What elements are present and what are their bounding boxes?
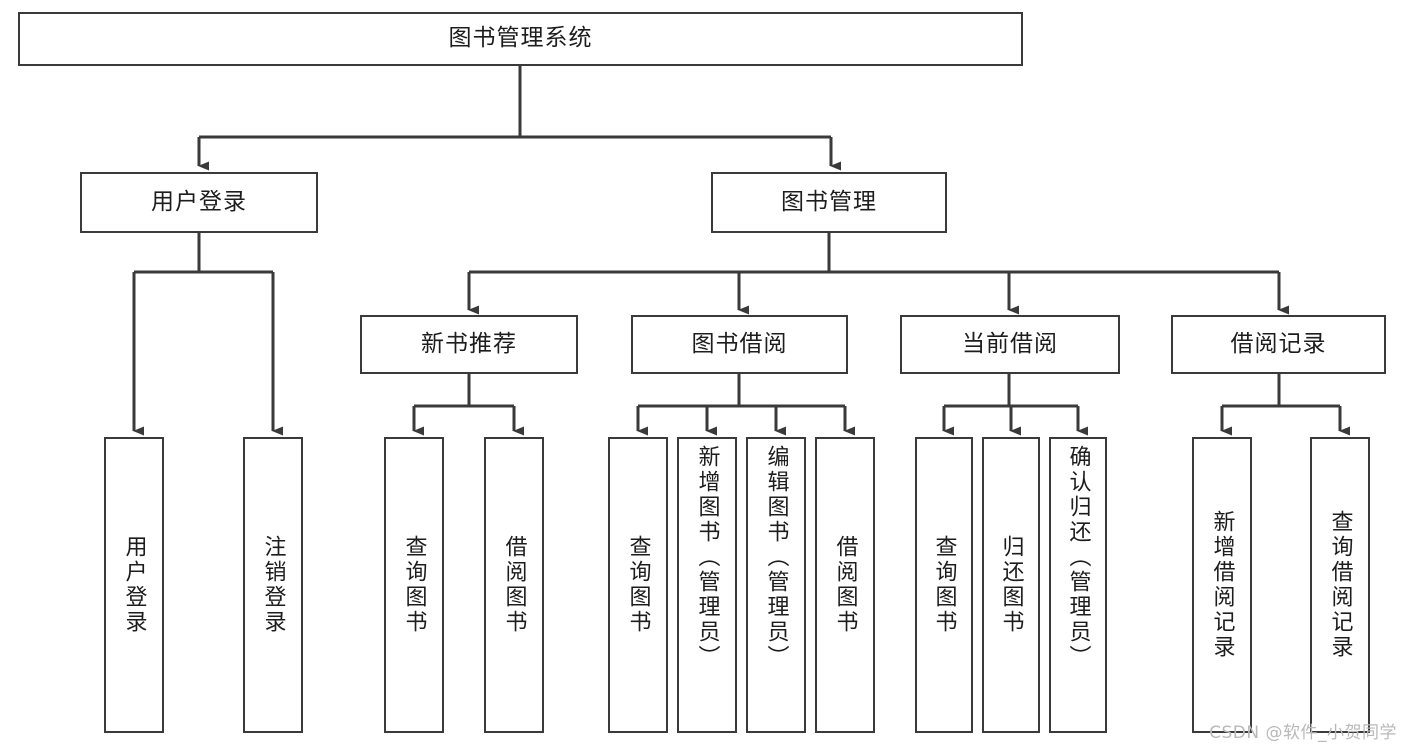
node-leaf-confirm-return[interactable]: 确认归还（管理员） [1049, 437, 1107, 733]
node-leaf-user-login-label: 用户登录 [121, 535, 147, 635]
node-borrow-record-label: 借阅记录 [1230, 330, 1327, 357]
node-root[interactable]: 图书管理系统 [18, 12, 1023, 66]
node-leaf-query-record[interactable]: 查询借阅记录 [1310, 437, 1370, 733]
node-leaf-edit-book[interactable]: 编辑图书（管理员） [746, 437, 806, 733]
node-leaf-borrow-book-1[interactable]: 借阅图书 [484, 437, 544, 733]
csdn-watermark: CSDN @软件_小贺同学 [1209, 723, 1397, 743]
node-leaf-query-book-3-label: 查询图书 [931, 535, 957, 635]
node-leaf-query-record-label: 查询借阅记录 [1327, 510, 1353, 660]
node-borrow-record[interactable]: 借阅记录 [1171, 315, 1386, 374]
node-leaf-query-book-1-label: 查询图书 [401, 535, 427, 635]
node-leaf-confirm-return-label: 确认归还（管理员） [1065, 445, 1091, 670]
node-leaf-return-book[interactable]: 归还图书 [982, 437, 1040, 733]
node-leaf-borrow-book-2-label: 借阅图书 [832, 535, 858, 635]
node-leaf-user-login[interactable]: 用户登录 [104, 437, 164, 733]
node-leaf-add-book[interactable]: 新增图书（管理员） [677, 437, 737, 733]
node-leaf-query-book-1[interactable]: 查询图书 [384, 437, 444, 733]
node-user-login[interactable]: 用户登录 [80, 172, 318, 233]
node-leaf-query-book-2-label: 查询图书 [625, 535, 651, 635]
node-leaf-add-record-label: 新增借阅记录 [1209, 510, 1235, 660]
node-root-label: 图书管理系统 [448, 25, 593, 52]
node-book-manage[interactable]: 图书管理 [711, 172, 947, 233]
node-book-borrow[interactable]: 图书借阅 [631, 315, 848, 374]
node-leaf-add-book-label: 新增图书（管理员） [694, 445, 720, 670]
node-leaf-user-logout[interactable]: 注销登录 [243, 437, 303, 733]
node-book-manage-label: 图书管理 [781, 188, 877, 215]
node-leaf-query-book-2[interactable]: 查询图书 [608, 437, 668, 733]
node-leaf-edit-book-label: 编辑图书（管理员） [763, 445, 789, 670]
node-leaf-borrow-book-2[interactable]: 借阅图书 [815, 437, 875, 733]
node-current-borrow[interactable]: 当前借阅 [900, 315, 1120, 374]
node-leaf-query-book-3[interactable]: 查询图书 [915, 437, 973, 733]
node-user-login-label: 用户登录 [151, 188, 247, 215]
node-leaf-add-record[interactable]: 新增借阅记录 [1192, 437, 1252, 733]
node-leaf-return-book-label: 归还图书 [998, 535, 1024, 635]
node-leaf-user-logout-label: 注销登录 [260, 535, 286, 635]
node-new-book-recommend[interactable]: 新书推荐 [360, 315, 578, 374]
node-new-book-recommend-label: 新书推荐 [421, 330, 517, 357]
node-book-borrow-label: 图书借阅 [691, 330, 788, 357]
node-leaf-borrow-book-1-label: 借阅图书 [501, 535, 527, 635]
node-current-borrow-label: 当前借阅 [962, 330, 1058, 357]
